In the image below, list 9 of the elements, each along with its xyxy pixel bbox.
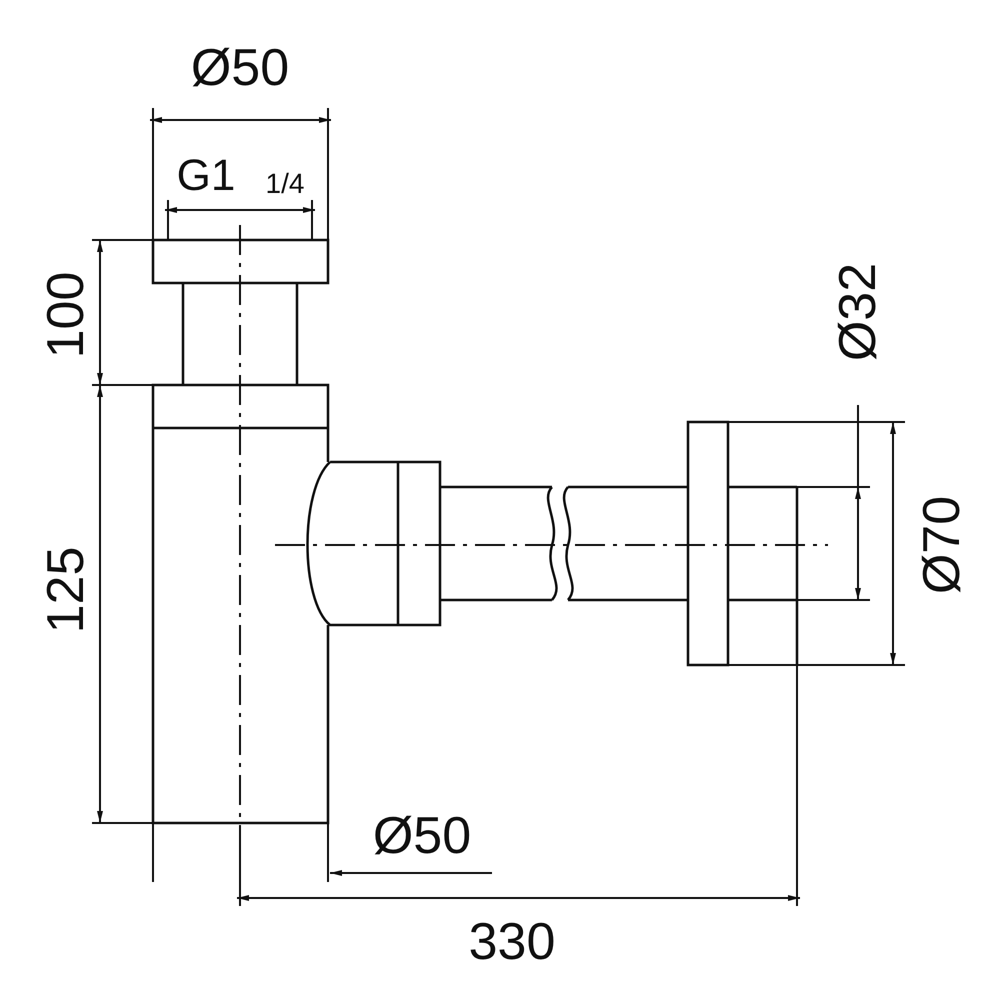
dimension-label: 125	[40, 546, 92, 634]
dimension-label: 330	[468, 916, 556, 968]
dimension-label: 100	[40, 272, 92, 358]
dimension-label: Ø50	[372, 810, 472, 862]
dimension-label: G1	[176, 154, 236, 198]
dimension-label: Ø32	[832, 262, 884, 362]
dimension-label: Ø50	[190, 42, 290, 94]
dimension-label: Ø70	[916, 496, 968, 594]
dimension-label: 1/4	[266, 170, 304, 198]
